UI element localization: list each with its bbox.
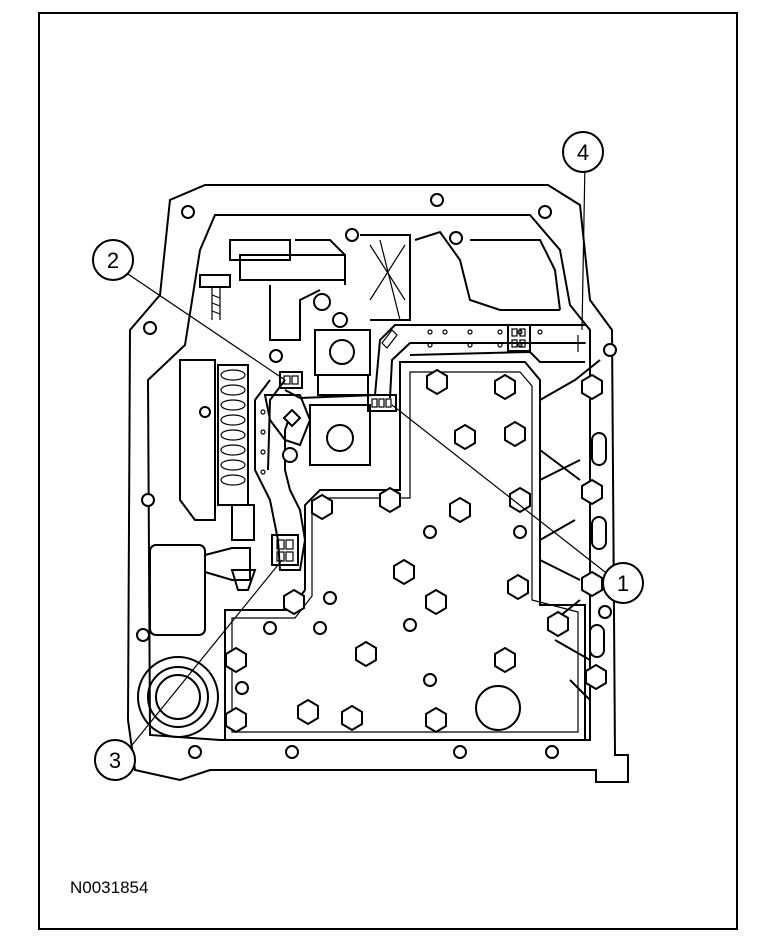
svg-text:3: 3 [109, 748, 121, 773]
connector-4 [507, 324, 531, 352]
svg-text:2: 2 [107, 248, 119, 273]
case-bolt-holes [136, 193, 617, 759]
callout-1: 1 [602, 562, 644, 604]
svg-text:4: 4 [577, 140, 589, 165]
round-boss [137, 656, 219, 738]
connector-1 [367, 394, 397, 412]
manual-lever [263, 394, 312, 463]
connector-3 [271, 534, 299, 566]
transmission-case-outline [126, 184, 629, 783]
callout-2: 2 [92, 239, 134, 281]
callout-4: 4 [562, 131, 604, 173]
valve-body-plate [224, 361, 586, 741]
leader-lines [124, 161, 606, 751]
callout-3: 3 [94, 739, 136, 781]
plate-bolts [225, 368, 531, 734]
figure-frame [38, 12, 738, 930]
upper-mechanism [199, 230, 561, 363]
left-valve-stack [149, 359, 257, 636]
plate-holes [235, 525, 527, 731]
svg-text:1: 1 [617, 571, 629, 596]
figure-reference-code: N0031854 [70, 878, 149, 897]
solenoid-block [309, 329, 371, 466]
right-ribs [539, 359, 607, 701]
wiring-harness [254, 324, 586, 571]
connector-2 [279, 371, 303, 389]
